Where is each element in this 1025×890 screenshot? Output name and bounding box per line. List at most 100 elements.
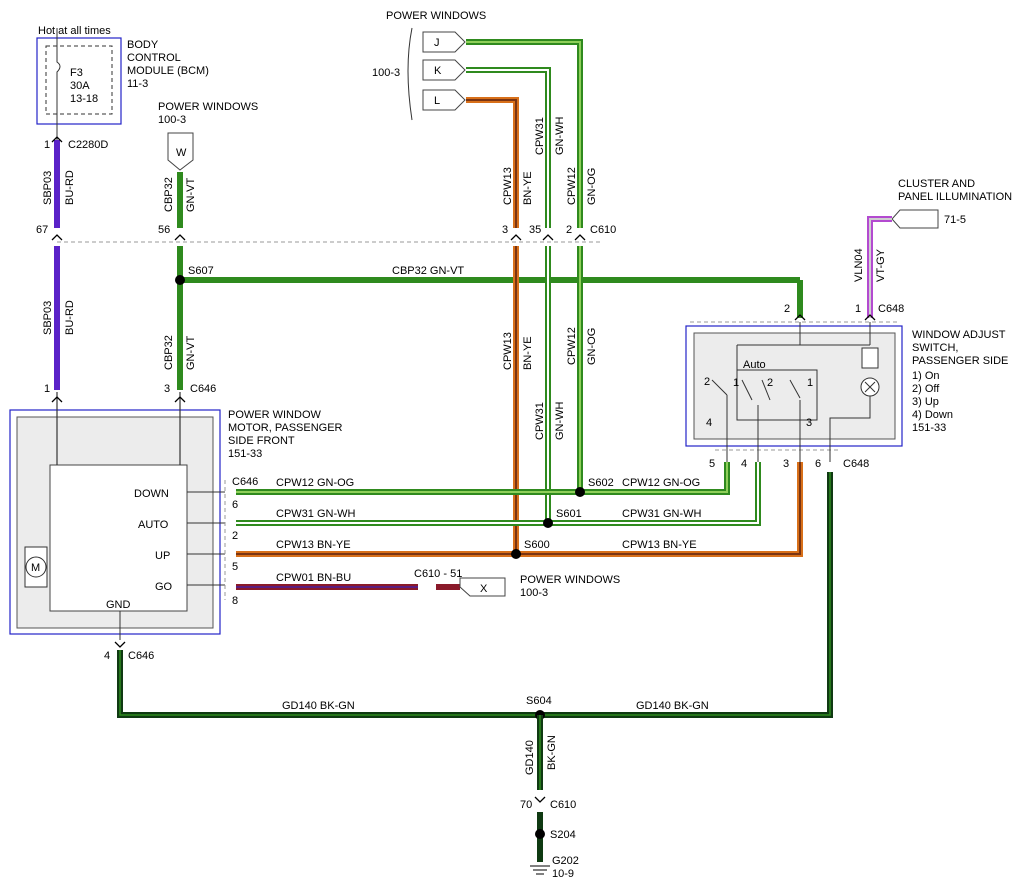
switch-auto-label: Auto bbox=[743, 359, 766, 371]
splice-s602 bbox=[575, 487, 585, 497]
pin-switch-4: 4 bbox=[741, 458, 747, 470]
pin-switch-6: 6 bbox=[815, 458, 821, 470]
splice-s600-label: S600 bbox=[524, 539, 550, 551]
wire-cpw13-h-stripe bbox=[236, 462, 801, 555]
motor-go-label: GO bbox=[155, 581, 173, 593]
label-bkgn-v: BK-GN bbox=[546, 735, 558, 770]
cluster-ref: 71-5 bbox=[944, 214, 966, 226]
wire-sbp03-code-2: SBP03 bbox=[42, 301, 54, 335]
label-cpw13-h-right: CPW13 BN-YE bbox=[622, 539, 697, 551]
pw-w-title: POWER WINDOWS bbox=[158, 101, 258, 113]
bcm-module: Hot at all times F3 30A 13-18 BODY CONTR… bbox=[36, 25, 209, 151]
switch-int-2a: 2 bbox=[704, 376, 710, 388]
switch-frame bbox=[685, 325, 903, 447]
pw-w-ref: 100-3 bbox=[158, 114, 186, 126]
bcm-title-1: BODY bbox=[127, 39, 159, 51]
motor-controller bbox=[49, 464, 188, 612]
label-cpw31-top: CPW31 bbox=[534, 117, 546, 155]
bcm-title-2: CONTROL bbox=[127, 52, 181, 64]
wire-cpw12-h-stripe bbox=[236, 462, 728, 493]
pin-56: 56 bbox=[158, 224, 170, 236]
wires-cpw-vertical: CPW13 BN-YE CPW31 GN-WH CPW12 GN-OG 3 35… bbox=[466, 39, 616, 555]
wire-sbp03: SBP03 BU-RD SBP03 BU-RD 67 1 bbox=[36, 140, 76, 395]
wire-sbp03-code: SBP03 bbox=[42, 171, 54, 205]
mark-3 bbox=[510, 234, 522, 241]
pin-3-c610: 3 bbox=[502, 224, 508, 236]
switch-ref: 151-33 bbox=[912, 422, 946, 434]
bcm-fuse-line bbox=[56, 28, 61, 140]
wire-cbp32: CBP32 GN-VT CBP32 GN-VT 56 3 C646 bbox=[158, 172, 216, 395]
splice-s601 bbox=[543, 518, 553, 528]
motor-ref: 151-33 bbox=[228, 448, 262, 460]
connector-marks bbox=[51, 136, 876, 803]
connector-pw-top: POWER WINDOWS 100-3 J K L bbox=[372, 10, 486, 121]
pw-top-title: POWER WINDOWS bbox=[386, 10, 486, 22]
conn-c648-top: C648 bbox=[878, 303, 904, 315]
wire-cbp32-color: GN-VT bbox=[185, 178, 197, 213]
motor-symbol bbox=[25, 556, 47, 578]
wire-sbp03-color-2: BU-RD bbox=[64, 300, 76, 335]
label-cpw12-top: CPW12 bbox=[566, 167, 578, 205]
label-cpw12-mid: CPW12 bbox=[566, 327, 578, 365]
pin-motor-3: 3 bbox=[164, 383, 170, 395]
bcm-frame bbox=[36, 37, 122, 125]
pw-x-title: POWER WINDOWS bbox=[520, 574, 620, 586]
motor-auto-label: AUTO bbox=[138, 519, 169, 531]
conn-c646-top: C646 bbox=[190, 383, 216, 395]
mark-sw2 bbox=[794, 314, 806, 321]
pin-switch-2: 2 bbox=[784, 303, 790, 315]
label-cpw31-h-right: CPW31 GN-WH bbox=[622, 508, 702, 520]
wire-cbp32-code-2: CBP32 bbox=[163, 335, 175, 370]
fuse-rating: 30A bbox=[70, 80, 90, 92]
wire-cbp32-color-2: GN-VT bbox=[185, 336, 197, 371]
switch-title-1: WINDOW ADJUST bbox=[912, 329, 1006, 341]
wire-gd140-h-stripe bbox=[119, 472, 831, 716]
motor-title-2: MOTOR, PASSENGER bbox=[228, 422, 343, 434]
motor-gnd-label: GND bbox=[106, 599, 131, 611]
wire-cbp32-code: CBP32 bbox=[163, 177, 175, 212]
switch-legend-down: 4) Down bbox=[912, 409, 953, 421]
bcm-hot-label: Hot at all times bbox=[38, 25, 111, 37]
pw-pin-k-shape bbox=[422, 59, 466, 81]
pw-pin-l: L bbox=[434, 95, 440, 107]
ground-wires: 4 C646 GD140 BK-GN GD140 BK-GN S604 GD14… bbox=[104, 472, 833, 880]
pin-35-c610: 35 bbox=[529, 224, 541, 236]
mark-gnd bbox=[114, 641, 126, 648]
pw-x-ref: 100-3 bbox=[520, 587, 548, 599]
mark-35 bbox=[542, 234, 554, 241]
cluster-illumination: CLUSTER AND PANEL ILLUMINATION 71-5 VLN0… bbox=[853, 178, 1012, 318]
conn-c610-51: C610 - 51 bbox=[414, 568, 462, 580]
splice-s204 bbox=[535, 829, 545, 839]
pw-x-pin: X bbox=[480, 583, 488, 595]
mark-m3 bbox=[174, 396, 186, 403]
switch-blades bbox=[711, 379, 801, 401]
pw-pin-j: J bbox=[434, 37, 440, 49]
pin-gnd-4: 4 bbox=[104, 650, 110, 662]
mark-sw1 bbox=[864, 314, 876, 321]
lamp-gnd-lead bbox=[829, 396, 871, 462]
pin-70: 70 bbox=[520, 799, 532, 811]
label-cpw01-h: CPW01 BN-BU bbox=[276, 572, 351, 584]
mark-67 bbox=[51, 234, 63, 241]
mark-bcm bbox=[51, 136, 63, 143]
pin-go-8: 8 bbox=[232, 595, 238, 607]
motor-up-label: UP bbox=[155, 550, 170, 562]
label-bnye-mid: BN-YE bbox=[522, 336, 534, 370]
pw-top-bracket bbox=[407, 27, 413, 121]
pw-w-pin: W bbox=[176, 147, 187, 159]
switch-contact-frame bbox=[736, 369, 818, 421]
motor-down-label: DOWN bbox=[134, 488, 169, 500]
mark-2 bbox=[574, 234, 586, 241]
splice-s602-label: S602 bbox=[588, 477, 614, 489]
label-vtgy: VT-GY bbox=[875, 248, 887, 282]
pin-switch-5: 5 bbox=[709, 458, 715, 470]
window-motor: M DOWN AUTO UP GO GND POWER WINDOW MOTOR… bbox=[9, 392, 343, 640]
wire-cbp32-horizontal: S607 CBP32 GN-VT 2 bbox=[175, 265, 803, 318]
label-cpw13-mid: CPW13 bbox=[502, 332, 514, 370]
switch-int-1a: 1 bbox=[733, 377, 739, 389]
motor-m-label: M bbox=[31, 562, 40, 574]
wire-vln04-stripe bbox=[869, 218, 892, 318]
label-gd140-v: GD140 bbox=[524, 740, 536, 775]
